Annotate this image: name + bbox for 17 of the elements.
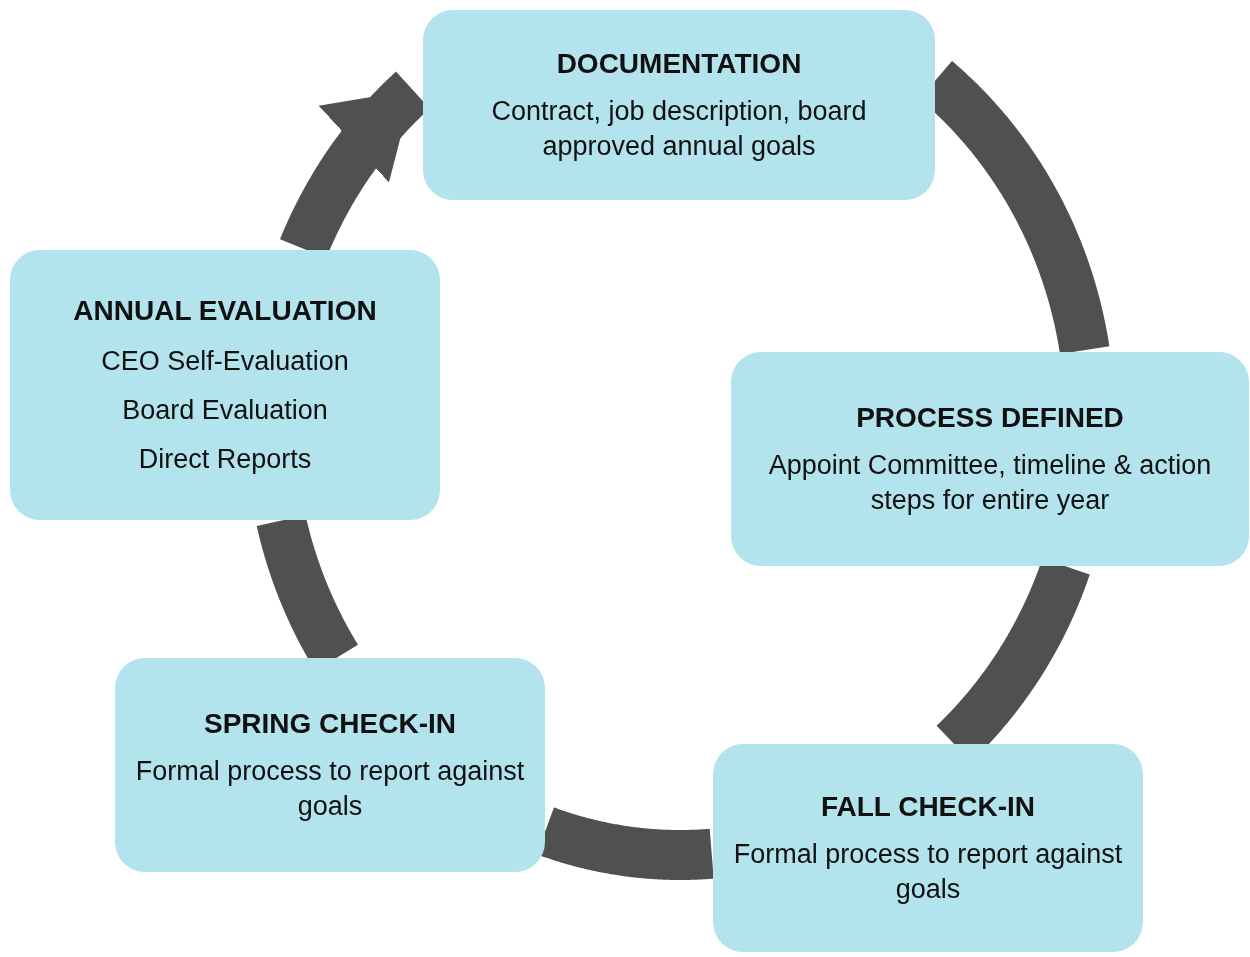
stage-text: Formal process to report against goals: [134, 755, 526, 824]
stage-heading: SPRING CHECK-IN: [204, 706, 456, 741]
stage-box: [10, 250, 440, 520]
stage-box: [713, 744, 1143, 952]
stage-text: CEO Self-Evaluation: [101, 344, 349, 378]
stage-text: Formal process to report against goals: [732, 838, 1124, 907]
stage-text: Direct Reports: [138, 442, 312, 476]
stage-text: Contract, job description, board approved annual goals: [490, 95, 868, 164]
stage-box: [115, 658, 545, 872]
stage-heading: DOCUMENTATION: [556, 46, 802, 81]
stage-box: [423, 10, 935, 200]
stage-box: [731, 352, 1249, 566]
stage-heading: PROCESS DEFINED: [856, 400, 1124, 435]
stage-heading: FALL CHECK-IN: [820, 789, 1036, 824]
stage-heading: ANNUAL EVALUATION: [73, 294, 377, 329]
stage-text: Appoint Committee, timeline & action steps for entire year: [767, 449, 1213, 518]
stage-text: Board Evaluation: [122, 393, 328, 427]
